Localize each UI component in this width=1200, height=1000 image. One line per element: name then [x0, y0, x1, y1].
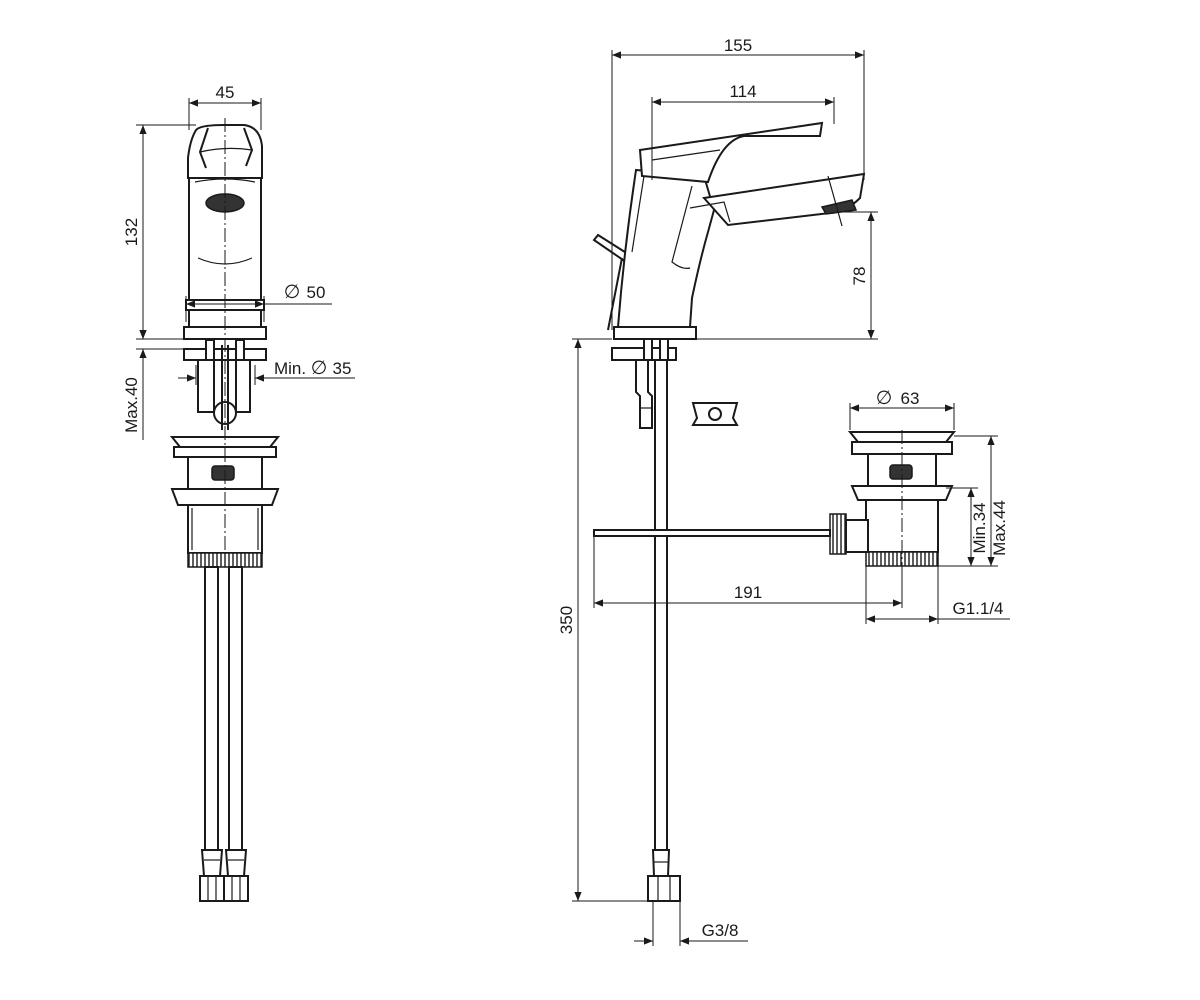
- dim-overall-length-label: 155: [724, 36, 752, 55]
- dimension-waste-height: Min.34 Max.44: [938, 435, 1009, 567]
- side-supply-hose: [647, 359, 681, 902]
- dimension-connection-thread: G3/8: [634, 901, 748, 946]
- diameter-symbol-icon: ∅: [311, 358, 328, 379]
- dim-spout-reach-label: 114: [729, 82, 756, 101]
- dimension-spout-reach: 114: [651, 82, 835, 180]
- dim-spout-height-label: 78: [850, 267, 869, 286]
- dimension-deck-thickness: Max.40: [122, 325, 184, 440]
- diameter-symbol-icon: ∅: [284, 282, 301, 303]
- dim-hose-length-label: 350: [557, 606, 576, 634]
- dimension-spout-height: 78: [696, 211, 878, 340]
- dimension-base-diameter: ∅ 50: [185, 282, 332, 322]
- waste-view: ∅ 63 Min.34 Max.44 191 G1.1/4: [593, 388, 1010, 624]
- dim-plug-diameter-label: 63: [901, 389, 920, 408]
- dimension-front-width: 45: [188, 83, 262, 130]
- dim-base-diameter-label: 50: [307, 283, 326, 302]
- dim-hole-diameter-label: 35: [333, 359, 352, 378]
- dimension-front-height: 132: [122, 124, 196, 340]
- clip-part: [691, 402, 739, 426]
- dimension-waste-thread: G1.1/4: [865, 566, 1010, 624]
- dim-waste-thread-label: G1.1/4: [952, 599, 1003, 618]
- dimension-rod-length: 191: [593, 536, 903, 608]
- dimension-hole-diameter: Min. ∅ 35: [178, 358, 355, 385]
- waste-side-outlet: [593, 513, 869, 555]
- dimension-hose-length: 350: [557, 338, 648, 902]
- front-supply-hoses: [199, 566, 249, 902]
- dim-rod-length-label: 191: [734, 583, 762, 602]
- front-view: 45 132 ∅ 50 Min. ∅ 35: [122, 83, 355, 902]
- diameter-symbol-icon: ∅: [876, 388, 893, 409]
- dimension-plug-diameter: ∅ 63: [849, 388, 955, 430]
- dimension-overall-length: 155: [611, 36, 865, 330]
- side-view: 155 114 78 350 G3/8: [557, 36, 878, 946]
- dim-connection-thread-label: G3/8: [702, 921, 739, 940]
- dim-deck-thickness-label: Max.40: [122, 377, 141, 433]
- dim-hole-min-label: Min.: [274, 359, 306, 378]
- dim-front-width-label: 45: [216, 83, 235, 102]
- dim-front-height-label: 132: [122, 218, 141, 246]
- dim-waste-min-label: Min.34: [970, 502, 989, 553]
- dim-waste-max-label: Max.44: [990, 500, 1009, 556]
- side-mixer-body: [592, 121, 866, 429]
